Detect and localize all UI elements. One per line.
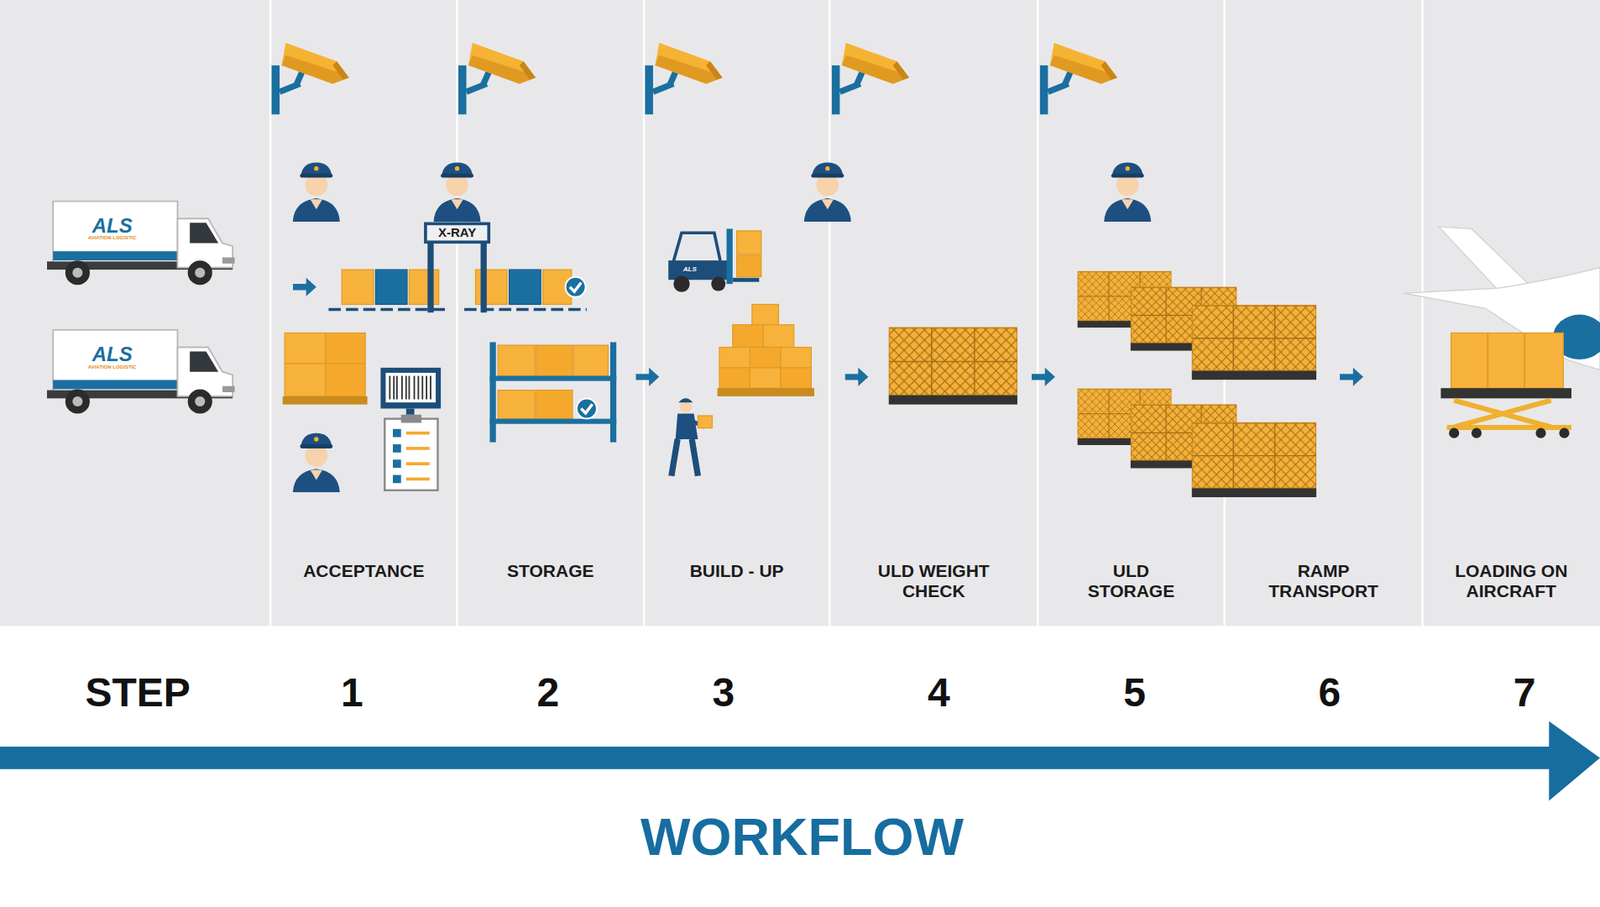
label-anchor: AVIATION LOGISTIC — [88, 235, 137, 241]
label-anchor: 3 — [711, 669, 735, 715]
stage-label: RAMP TRANSPORT — [1260, 560, 1387, 602]
stage-band: ULD WEIGHT CHECK — [830, 0, 1037, 627]
stage-band: RAMP TRANSPORT — [1225, 0, 1422, 627]
truck-logo-sub: AVIATION LOGISTIC — [88, 363, 137, 370]
barcode-terminal — [380, 367, 441, 415]
acceptance-pallet — [282, 332, 368, 404]
label-anchor: AVIATION LOGISTIC — [88, 363, 137, 370]
forklift-logo: ALS — [683, 266, 697, 274]
label-anchor: ALS — [92, 343, 133, 366]
label-anchor: STEP — [84, 669, 190, 715]
stage-band: ACCEPTANCE — [271, 0, 456, 627]
stage-label: BUILD - UP — [653, 560, 821, 581]
label-anchor: ALS — [92, 214, 133, 237]
label-anchor: X-RAY — [438, 225, 476, 241]
truck-logo: ALS — [92, 214, 133, 237]
aircraft-loader — [1404, 226, 1600, 439]
workflow-title: WORKFLOW — [640, 808, 964, 867]
white-ground — [0, 626, 1600, 907]
step-number: 3 — [711, 669, 735, 715]
label-anchor: ALS — [683, 266, 697, 274]
title-anchor: WORKFLOW — [640, 808, 964, 867]
stage-band: LOADING ON AIRCRAFT — [1423, 0, 1600, 627]
truck-logo: ALS — [92, 343, 133, 366]
label-xray: X-RAY — [438, 225, 476, 241]
step-number: 7 — [1513, 669, 1537, 715]
step-number: 5 — [1123, 669, 1146, 715]
flow-arrows — [292, 277, 1364, 387]
step-number: 2 — [536, 669, 560, 715]
label-anchor: 2 — [536, 669, 560, 715]
worker — [671, 397, 713, 476]
checklist-clipboard — [384, 414, 438, 491]
stage-label: LOADING ON AIRCRAFT — [1427, 560, 1596, 602]
stage-band: BUILD - UP — [644, 0, 829, 627]
storage-shelf — [489, 341, 617, 442]
stage-label: STORAGE — [466, 560, 635, 581]
forklift — [668, 228, 762, 292]
label-anchor: 7 — [1513, 669, 1537, 715]
stage-label: ACCEPTANCE — [275, 560, 452, 581]
stage-label: ULD STORAGE — [1080, 560, 1182, 602]
xray-conveyor — [328, 223, 587, 313]
step-number: 4 — [927, 669, 951, 715]
step-heading: STEP — [84, 669, 190, 715]
stage-label: ULD WEIGHT CHECK — [857, 560, 1010, 602]
trucks — [47, 201, 236, 414]
step-number: 1 — [340, 669, 364, 715]
label-anchor: 5 — [1123, 669, 1146, 715]
stage-band: STORAGE — [458, 0, 644, 627]
label-anchor: 6 — [1318, 669, 1342, 715]
security-officers — [292, 162, 1151, 492]
uld-pallets — [888, 271, 1318, 497]
buildup-stack — [717, 303, 815, 396]
cctv-cameras — [271, 42, 1118, 115]
workflow-arrow — [0, 721, 1600, 801]
truck-logo-sub: AVIATION LOGISTIC — [88, 235, 137, 241]
column-separators — [269, 0, 1424, 627]
label-anchor: 1 — [340, 669, 364, 715]
stage-band: ULD STORAGE — [1038, 0, 1224, 627]
label-anchor: 4 — [927, 669, 951, 715]
step-number: 6 — [1318, 669, 1342, 715]
grey-ground — [0, 0, 1600, 627]
